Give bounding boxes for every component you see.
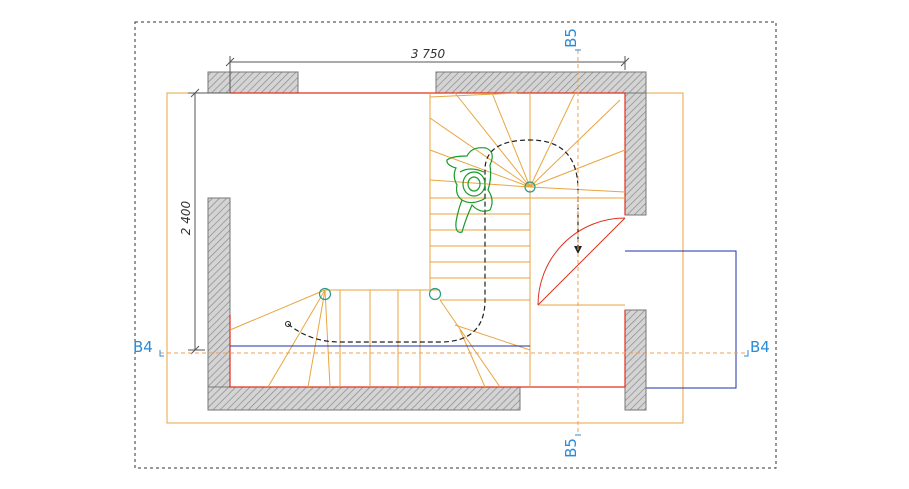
slab-outline[interactable] <box>166 92 684 424</box>
wall-left[interactable] <box>207 197 231 411</box>
selection-frame[interactable] <box>134 21 777 469</box>
wall-top-left[interactable] <box>207 71 299 94</box>
section-label-b4-left[interactable]: B4 <box>133 338 153 356</box>
opening-outline[interactable] <box>625 250 737 389</box>
node-circle-mid[interactable] <box>428 287 442 301</box>
section-label-b5-top[interactable]: B5 <box>562 28 580 48</box>
human-figure-icon[interactable] <box>446 147 493 233</box>
dimension-horizontal[interactable] <box>225 56 630 93</box>
walk-line[interactable] <box>287 139 579 343</box>
wall-right-upper[interactable] <box>624 92 647 216</box>
wall-bottom[interactable] <box>207 386 521 411</box>
node-circle-left[interactable] <box>318 287 332 301</box>
dimension-height-label: 2 400 <box>179 200 193 235</box>
dimension-vertical[interactable] <box>188 88 230 355</box>
walk-start-dot <box>285 321 291 327</box>
wall-right-lower[interactable] <box>624 309 647 411</box>
wall-top-right[interactable] <box>435 71 647 94</box>
section-tick-b4-right <box>744 350 749 357</box>
room-outline-red[interactable] <box>230 92 626 215</box>
room-outline-red-lower[interactable] <box>229 310 626 388</box>
door[interactable] <box>537 217 626 306</box>
section-label-b5-bottom[interactable]: B5 <box>562 438 580 458</box>
walls <box>207 71 647 411</box>
section-tick-b4-left <box>159 350 164 357</box>
stair[interactable] <box>229 92 626 388</box>
dimension-width-label: 3 750 <box>411 47 446 61</box>
section-label-b4-right[interactable]: B4 <box>750 338 770 356</box>
node-circle-upper[interactable] <box>524 181 536 193</box>
